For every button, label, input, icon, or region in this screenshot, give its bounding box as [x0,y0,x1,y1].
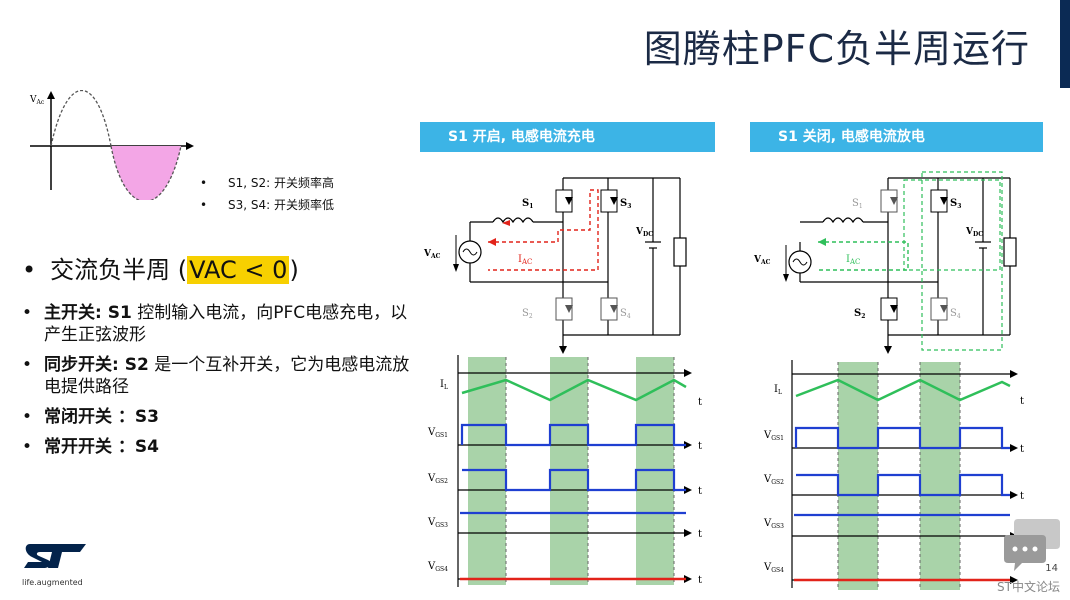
s1-label: S1 [852,198,863,210]
page-number: 14 [1045,563,1058,574]
list-item: •同步开关: S2 是一个互补开关，它为电感电流放电提供路径 [22,355,410,397]
item-label: 常闭开关 ：S3 [44,407,159,427]
item-text: 是一个互补开关，它为电感电流放电提供路径 [44,355,410,397]
circuit-s1-off: IAC VAC VDC S1 S3 S2 S4 [753,171,1017,354]
vdc-label: VDC [965,227,983,238]
page-title: 图腾柱PFC负半周运行 [643,27,1030,71]
item-label: 常开开关 ：S4 [44,437,159,457]
waveforms-s1-on: IL VGS1 VGS2 VGS3 VGS4 t t t t t [427,355,702,587]
accent-bar [1060,0,1070,88]
vgs1-label: VGS1 [763,430,784,442]
panel-header-s1-on: S1 开启, 电感电流充电 [420,122,715,152]
mosfet-s3 [930,189,948,213]
mosfet-s1 [555,189,573,213]
t-axis-label: t [698,441,702,452]
t-axis-label: t [698,486,702,497]
s4-label: S4 [950,308,961,320]
heading-highlight: VAC < 0 [187,256,290,284]
bullet-text: S3, S4: 开关频率低 [228,198,334,212]
vgs3-label: VGS3 [763,518,784,530]
panel-header-s1-off: S1 关闭, 电感电流放电 [750,122,1043,152]
mosfet-s4 [600,297,618,321]
negative-half-cycle-heading: •交流负半周 (VAC < 0) [22,256,299,284]
vgs1-label: VGS1 [427,427,448,439]
list-item: •S1, S2: 开关频率高 [200,176,334,190]
list-item: •S3, S4: 开关频率低 [200,198,334,212]
vdc-label: VDC [635,227,653,238]
s3-label: S3 [950,198,961,210]
vac-label: VAC [423,249,441,260]
s4-label: S4 [620,308,631,320]
mosfet-s4 [930,297,948,321]
iac-label: IAC [518,254,532,266]
st-logo-icon [24,544,86,568]
vgs2-label: VGS2 [763,474,784,486]
mosfet-s3 [600,189,618,213]
s2-label: S2 [854,308,865,320]
il-label: IL [774,384,782,396]
s2-label: S2 [522,308,533,320]
t-axis-label: t [1020,491,1024,502]
sine-diagram: VAc [29,90,194,200]
circuit-s1-on: IAC VAC VDC S1 S3 S2 S4 [423,177,687,354]
t-axis-label: t [1020,444,1024,455]
t-axis-label: t [698,529,702,540]
list-item: •主开关: S1 控制输入电流，向PFC电感充电，以产生正弦波形 [22,303,408,345]
mosfet-s1 [880,189,898,213]
t-axis-label: t [1020,396,1024,407]
t-axis-label: t [698,575,702,586]
vgs4-label: VGS4 [427,561,448,573]
t-axis-label: t [698,397,702,408]
vac-label: VAC [753,255,771,266]
switch-role-list: •主开关: S1 控制输入电流，向PFC电感充电，以产生正弦波形 •同步开关: … [22,302,422,466]
s3-label: S3 [620,198,631,210]
watermark-text: ST中文论坛 [997,580,1060,594]
chat-bubble-icon [1004,519,1060,571]
mosfet-s2 [555,297,573,321]
vgs4-label: VGS4 [763,562,784,574]
item-label: 同步开关: S2 [44,355,149,375]
st-logo: life.augmented [22,540,88,587]
mosfet-s2 [880,297,898,321]
s1-label: S1 [522,198,533,210]
il-label: IL [440,379,448,391]
switch-frequency-list: •S1, S2: 开关频率高 •S3, S4: 开关频率低 [200,172,334,216]
iac-label: IAC [846,254,860,266]
vac-axis-label: VAc [29,95,45,106]
vgs3-label: VGS3 [427,517,448,529]
waveforms-s1-off: IL VGS1 VGS2 VGS3 VGS4 t t t t [763,360,1024,590]
item-text: 控制输入电流，向PFC电感充电，以产生正弦波形 [44,303,408,345]
list-item: •常闭开关 ：S3 [22,407,159,427]
heading-suffix: ) [289,256,299,284]
list-item: •常开开关 ：S4 [22,437,159,457]
bullet-text: S1, S2: 开关频率高 [228,176,334,190]
logo-tagline: life.augmented [22,578,83,587]
item-label: 主开关: S1 [44,303,132,323]
vgs2-label: VGS2 [427,473,448,485]
heading-prefix: 交流负半周 ( [50,256,188,284]
